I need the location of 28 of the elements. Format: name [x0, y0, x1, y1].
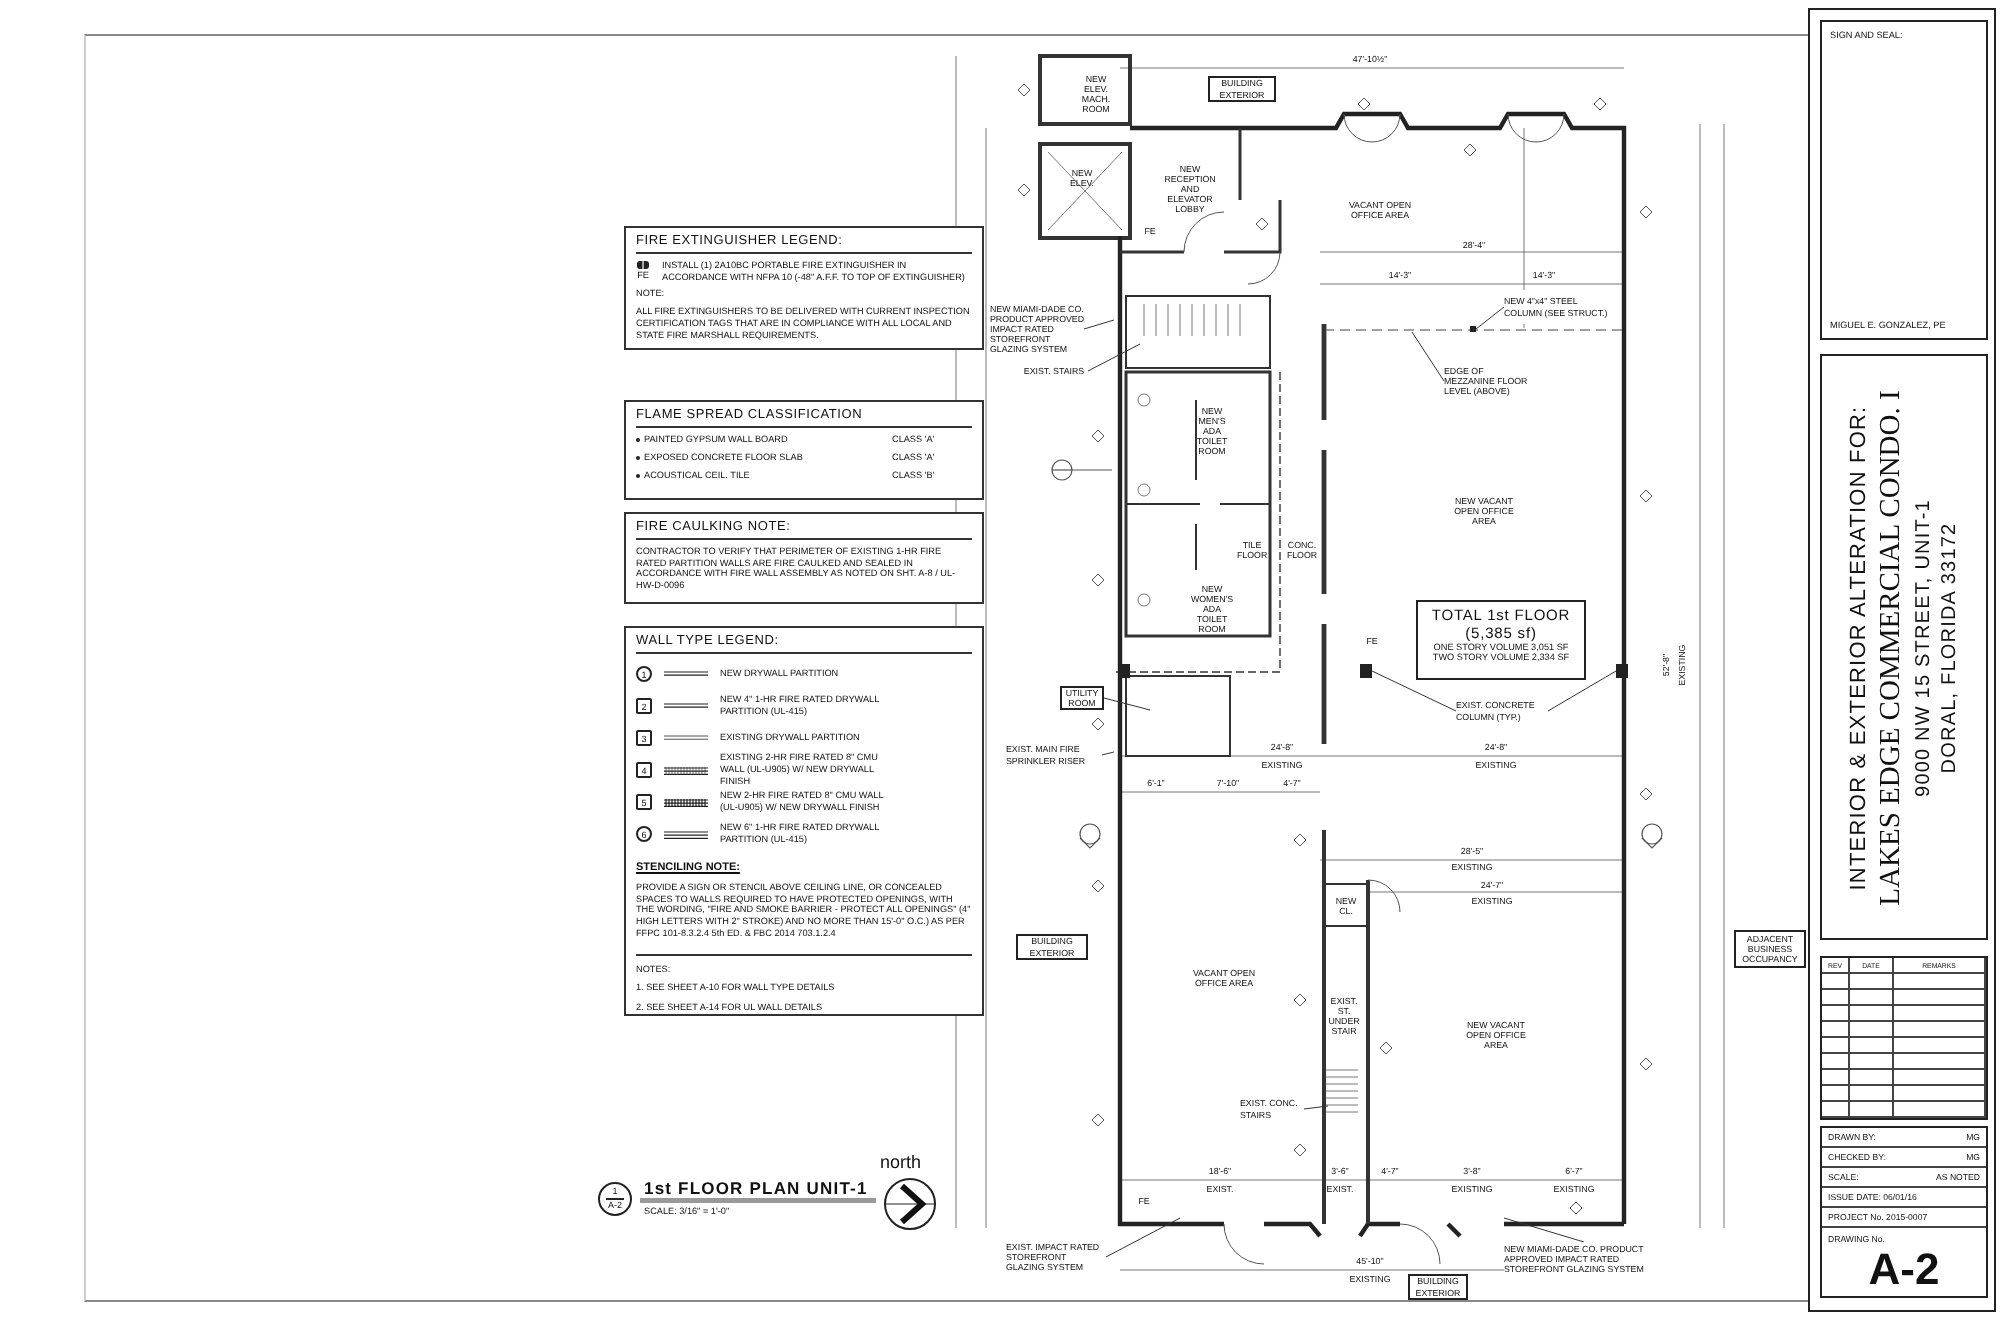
column-mark — [1616, 664, 1628, 678]
sheet-number: A-2 — [1866, 1248, 1942, 1292]
north-label: north — [880, 1152, 922, 1172]
legend-panel — [624, 400, 984, 500]
leader-line — [1103, 697, 1151, 711]
leader-line — [1303, 1105, 1329, 1110]
address-text: 9000 NW 15 STREET, UNIT-1 — [1913, 498, 1935, 796]
address-text: DORAL, FLORIDA 33172 — [1939, 521, 1961, 773]
leader-line — [1503, 1217, 1585, 1243]
leader-line — [1101, 751, 1115, 756]
legend-panel — [624, 226, 984, 350]
leader-line — [1371, 670, 1457, 712]
leader-line — [1475, 306, 1505, 330]
column-mark — [1360, 664, 1372, 678]
project-heading: INTERIOR & EXTERIOR ALTERATION FOR: — [1847, 404, 1871, 890]
seal-panel — [1820, 20, 1988, 340]
legend-panel — [624, 626, 984, 1016]
column-mark — [1470, 326, 1476, 332]
leader-line — [1547, 670, 1617, 712]
leader-line — [1083, 319, 1115, 330]
note-panel — [624, 512, 984, 604]
project-panel — [1820, 354, 1988, 940]
leader-line — [1411, 331, 1445, 382]
project-name: LAKES EDGE COMMERCIAL CONDO. I — [1875, 389, 1909, 905]
drawing-title: 1st FLOOR PLAN UNIT-1 — [644, 1178, 868, 1198]
area-summary-box — [1416, 600, 1586, 680]
leader-line — [1105, 1217, 1181, 1258]
leader-line — [1087, 343, 1141, 372]
